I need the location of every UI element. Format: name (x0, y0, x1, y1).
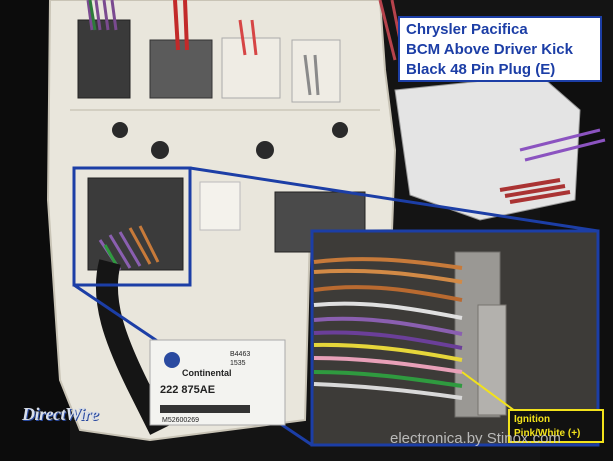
directwire-logo: DirectWire (22, 404, 99, 424)
sticker-barcode-text: M52600269 (162, 417, 199, 424)
e-plug-connector (87, 177, 184, 271)
top-connectors (77, 0, 341, 103)
title-line-3: Black 48 Pin Plug (E) (406, 61, 556, 78)
bcm-sticker: Continental 222 875AE M52600269 B4463 15… (149, 339, 286, 426)
callout-line-2: Pink/White (+) (514, 428, 581, 439)
ignition-callout: Ignition Pink/White (+) (508, 409, 604, 443)
title-line-2: BCM Above Driver Kick (406, 41, 573, 58)
wire-harness (95, 259, 170, 435)
side-connector (394, 74, 581, 221)
sticker-brand: Continental (182, 368, 232, 378)
sticker-subcode: 1535 (230, 360, 246, 367)
zoom-inset (310, 229, 600, 447)
sticker-part-number: 222 875AE (160, 384, 215, 396)
callout-line-1: Ignition (514, 414, 551, 425)
highlight-box (72, 166, 192, 287)
title-line-1: Chrysler Pacifica (406, 21, 528, 38)
title-box: Chrysler Pacifica BCM Above Driver Kick … (398, 16, 602, 82)
sticker-code: B4463 (230, 351, 250, 358)
credit-watermark: electronica.by Stinox.com (390, 430, 561, 447)
callout-pointer (461, 371, 516, 412)
